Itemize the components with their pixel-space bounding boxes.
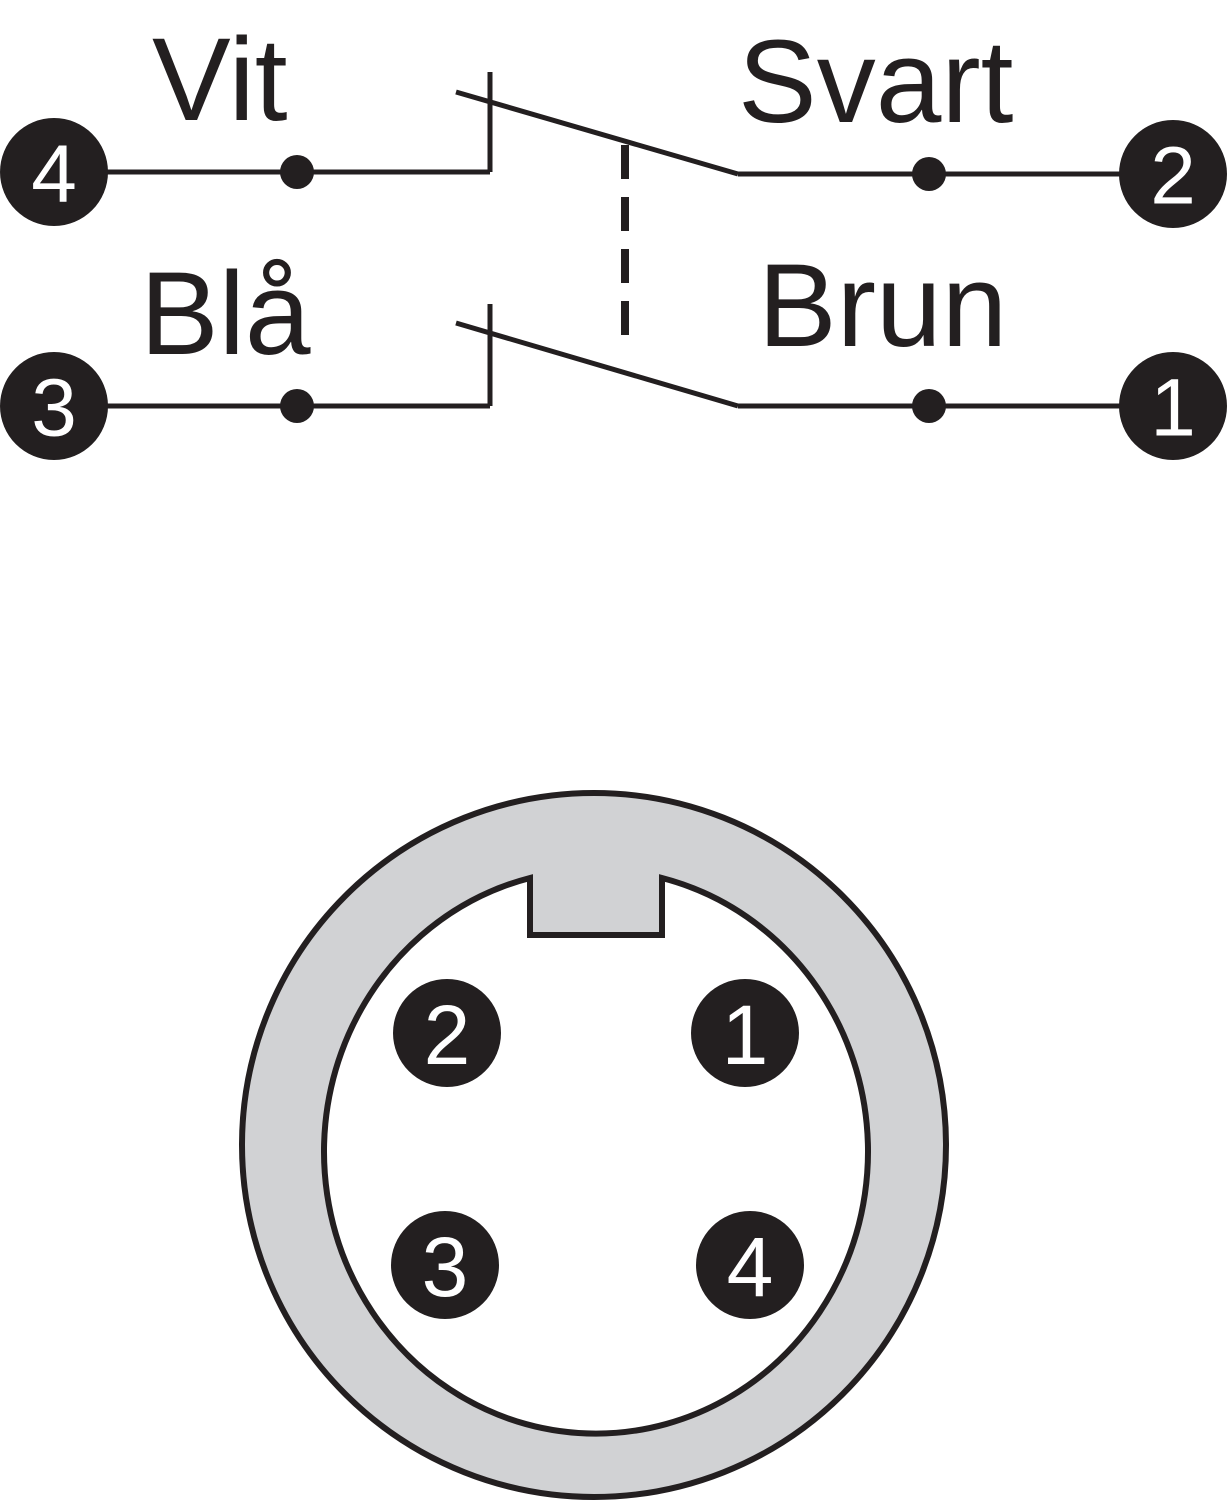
connector-pin-lower-right: 4 [696,1211,804,1319]
label-top-left: Vit [152,14,288,146]
switch-schematic: Vit Svart Blå Brun 4 2 3 1 [0,14,1227,460]
pin-number-upper-right: 1 [722,988,769,1082]
pin-number-lower-left: 3 [422,1220,469,1314]
lower-left-junction-dot [280,389,314,423]
lower-circuit [55,304,1172,423]
pin-circle [691,979,799,1087]
terminal-badge-top-right: 2 [1119,120,1227,228]
lower-switch-blade [455,320,739,409]
terminal-badge-bottom-right: 1 [1119,352,1227,460]
terminal-badge-circle [0,118,108,226]
label-bottom-right: Brun [758,240,1007,372]
label-top-right: Svart [738,16,1013,148]
pin-number-lower-right: 4 [727,1220,774,1314]
pin-circle [391,1211,499,1319]
pin-circle [393,979,501,1087]
connector-pin-lower-left: 3 [391,1211,499,1319]
upper-left-junction-dot [280,155,314,189]
terminal-number-top-right: 2 [1150,131,1196,222]
connector-face: 2 1 3 4 [239,790,949,1500]
connector-pin-upper-right: 1 [691,979,799,1087]
terminal-badge-top-left: 4 [0,118,108,226]
connector-pin-upper-left: 2 [393,979,501,1087]
upper-switch-blade [455,89,739,177]
upper-right-junction-dot [912,157,946,191]
pin-circle [696,1211,804,1319]
pin-number-upper-left: 2 [424,988,471,1082]
label-bottom-left: Blå [140,248,311,380]
terminal-number-bottom-right: 1 [1150,363,1196,454]
terminal-badge-circle [1119,120,1227,228]
connector-inner-face-with-key [321,874,871,1437]
upper-circuit [55,72,1172,191]
terminal-badge-bottom-left: 3 [0,352,108,460]
lower-right-junction-dot [912,389,946,423]
terminal-number-bottom-left: 3 [31,363,77,454]
terminal-badge-circle [0,352,108,460]
terminal-badge-circle [1119,352,1227,460]
terminal-number-top-left: 4 [31,129,77,220]
